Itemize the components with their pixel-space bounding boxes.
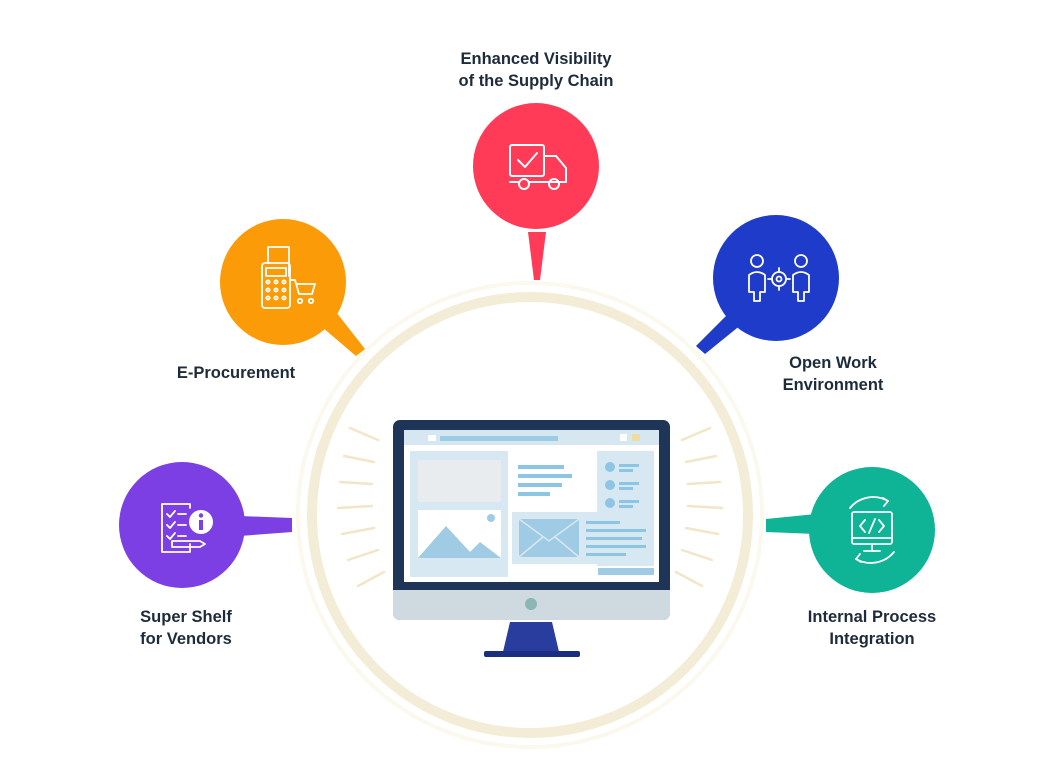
node-circle-supply-chain	[473, 103, 599, 229]
checklist-info-icon	[161, 503, 206, 553]
people-gear-icon	[748, 254, 810, 302]
node-supply-chain	[473, 103, 599, 280]
desktop-monitor-icon	[393, 420, 670, 657]
node-internal-process	[766, 467, 935, 593]
label-supply-chain: Enhanced Visibility of the Supply Chain	[458, 50, 614, 90]
label-e-procurement: E-Procurement	[176, 364, 296, 382]
label-super-shelf: Super Shelf for Vendors	[140, 608, 232, 648]
pointer-e-procurement	[322, 312, 365, 356]
node-open-work	[696, 215, 839, 354]
node-super-shelf	[119, 462, 292, 588]
pointer-internal-process	[766, 514, 816, 534]
center-ring	[307, 292, 753, 738]
truck-check-icon	[509, 144, 567, 190]
pointer-supply-chain	[528, 232, 546, 280]
glow-rays	[336, 426, 724, 588]
node-circle-internal-process	[809, 467, 935, 593]
center-ring-outer	[296, 281, 764, 749]
pointer-super-shelf	[240, 516, 292, 536]
monitor-code-icon	[849, 496, 895, 564]
pointer-open-work	[696, 312, 742, 354]
label-internal-process: Internal Process Integration	[807, 608, 937, 648]
label-open-work: Open Work Environment	[782, 354, 884, 394]
node-e-procurement	[220, 219, 365, 356]
pos-terminal-cart-icon	[261, 246, 316, 309]
